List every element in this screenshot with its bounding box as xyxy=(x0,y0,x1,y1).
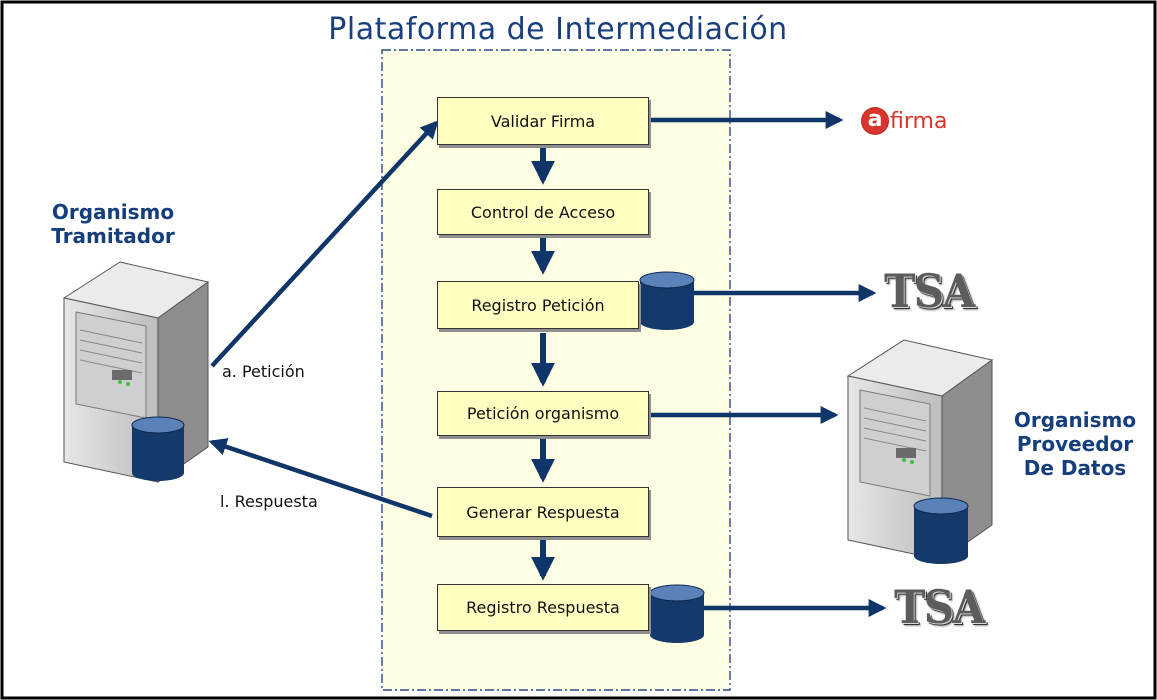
respuesta-label: l. Respuesta xyxy=(220,492,318,511)
platform-region xyxy=(381,49,731,691)
right-server-icon xyxy=(846,339,994,561)
registro-respuesta-database-icon xyxy=(649,584,705,643)
step-registro-respuesta: Registro Respuesta xyxy=(437,584,649,631)
platform-title: Plataforma de Intermediación xyxy=(328,12,788,47)
arrow-peticion xyxy=(210,120,439,368)
proveedor-label-line2: Proveedor xyxy=(1016,432,1134,456)
afirma-logo-text: firma xyxy=(890,108,948,134)
tsa-logo-2: TSA xyxy=(894,580,985,634)
afirma-logo-mark: a xyxy=(862,108,888,134)
tsa-logo-1: TSA xyxy=(884,264,975,318)
registro-peticion-database-icon xyxy=(639,271,695,330)
left-database-icon xyxy=(131,416,185,481)
proveedor-label-line3: De Datos xyxy=(1023,456,1127,480)
step-registro-peticion: Registro Petición xyxy=(437,281,639,329)
step-generar-respuesta: Generar Respuesta xyxy=(437,487,649,537)
proveedor-label-line1: Organismo xyxy=(1013,408,1137,432)
tramitador-label-line2: Tramitador xyxy=(51,224,175,248)
right-database-icon xyxy=(913,497,969,564)
tramitador-label-line1: Organismo xyxy=(51,200,175,224)
step-validar-firma: Validar Firma xyxy=(437,97,649,145)
tramitador-label: Organismo Tramitador xyxy=(48,200,178,248)
arrow-respuesta xyxy=(208,438,433,519)
proveedor-label: Organismo Proveedor De Datos xyxy=(1000,408,1150,480)
peticion-label: a. Petición xyxy=(222,362,305,381)
step-control-acceso: Control de Acceso xyxy=(437,189,649,235)
afirma-logo: a firma xyxy=(862,108,947,134)
step-peticion-organismo: Petición organismo xyxy=(437,391,649,436)
